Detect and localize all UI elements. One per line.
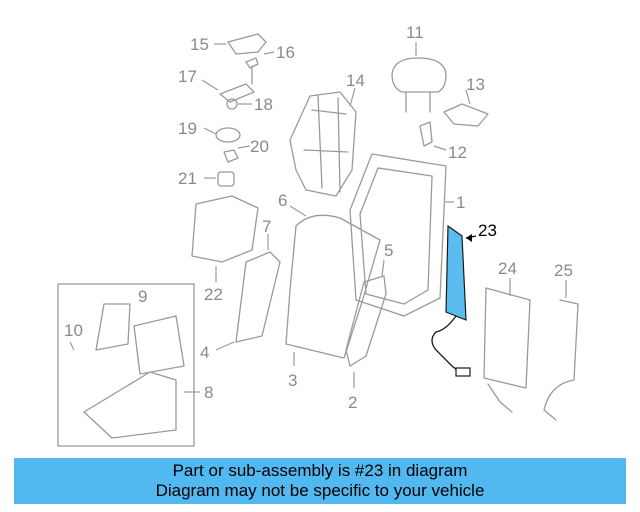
part-1-frame bbox=[349, 153, 447, 317]
seat-parts-diagram: 15 16 17 18 19 20 21 14 11 13 12 1 6 7 5… bbox=[57, 23, 579, 447]
part-23-arrow bbox=[466, 234, 472, 242]
part-23-connector bbox=[455, 367, 471, 377]
part-6-cushion bbox=[285, 214, 381, 359]
part-5-bolster bbox=[345, 275, 387, 367]
part-20-fastener bbox=[223, 149, 239, 163]
ref-22: 22 bbox=[204, 285, 223, 304]
ref-8: 8 bbox=[204, 383, 213, 402]
inset-box bbox=[57, 283, 195, 447]
part-23-seat-heater bbox=[445, 224, 467, 321]
ref-25: 25 bbox=[554, 261, 573, 280]
part-18-grommet bbox=[226, 98, 238, 110]
ref-2: 2 bbox=[348, 393, 357, 412]
part-19-cap bbox=[215, 127, 241, 143]
part-4-side-panel bbox=[235, 251, 281, 343]
part-11-headrest bbox=[391, 57, 447, 113]
ref-9: 9 bbox=[138, 287, 147, 306]
part-14-mechanism bbox=[289, 91, 357, 197]
part-24-pad bbox=[483, 287, 531, 413]
part-23-heater-wire bbox=[431, 315, 463, 375]
ref-11: 11 bbox=[406, 23, 424, 42]
ref-15: 15 bbox=[190, 35, 209, 54]
ref-4: 4 bbox=[200, 343, 209, 362]
info-banner: Part or sub-assembly is #23 in diagram D… bbox=[14, 458, 626, 504]
part-21-bushing bbox=[217, 171, 235, 187]
part-8-rear-panel bbox=[83, 315, 185, 439]
ref-10: 10 bbox=[64, 321, 83, 340]
part-25-strip bbox=[543, 299, 579, 421]
ref-18: 18 bbox=[254, 95, 273, 114]
ref-14: 14 bbox=[346, 71, 365, 90]
part-12-guide bbox=[419, 121, 433, 147]
ref-13: 13 bbox=[466, 75, 485, 94]
banner-line-1: Part or sub-assembly is #23 in diagram bbox=[172, 461, 468, 480]
part-15-clip bbox=[227, 33, 267, 55]
ref-24: 24 bbox=[498, 259, 517, 278]
ref-20: 20 bbox=[250, 137, 269, 156]
ref-23: 23 bbox=[478, 221, 497, 240]
ref-7: 7 bbox=[262, 217, 271, 236]
ref-1: 1 bbox=[456, 193, 465, 212]
part-13-trim bbox=[443, 103, 489, 127]
ref-21: 21 bbox=[178, 169, 197, 188]
banner-line-2: Diagram may not be specific to your vehi… bbox=[155, 481, 485, 500]
ref-17: 17 bbox=[178, 67, 197, 86]
part-16-screw bbox=[245, 57, 259, 85]
ref-19: 19 bbox=[178, 119, 197, 138]
part-22-panel bbox=[191, 195, 259, 263]
part-17-bracket bbox=[219, 83, 255, 103]
ref-5: 5 bbox=[384, 241, 393, 260]
part-9-insert bbox=[95, 303, 131, 351]
ref-12: 12 bbox=[448, 143, 467, 162]
ref-16: 16 bbox=[276, 43, 295, 62]
ref-6: 6 bbox=[278, 191, 287, 210]
ref-3: 3 bbox=[288, 371, 297, 390]
